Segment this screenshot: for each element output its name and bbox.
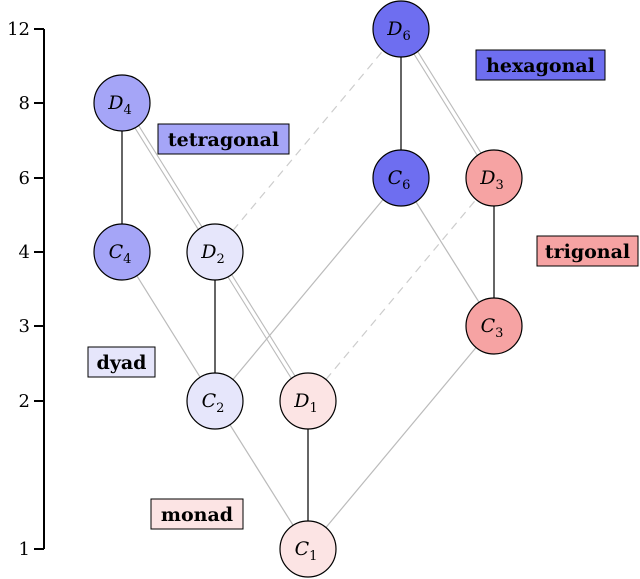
family-label-box (150, 498, 244, 530)
node-label: D4 (107, 92, 132, 118)
family-label-monad: monad (150, 498, 244, 530)
family-label-box (157, 123, 290, 155)
node-label: C6 (388, 167, 411, 193)
family-label-box (475, 49, 606, 81)
node-c4: C4 (93, 223, 151, 281)
family-label-box (536, 235, 639, 267)
node-d1: D1 (279, 372, 337, 430)
family-label-text: tetragonal (168, 129, 279, 151)
node-label-base: D (293, 390, 309, 412)
node-label-base: C (295, 538, 310, 560)
node-c6: C6 (372, 149, 430, 207)
node-label: C1 (295, 538, 318, 564)
node-label-base: D (479, 167, 495, 189)
node-label-subscript: 1 (309, 549, 317, 564)
node-label-base: C (388, 167, 403, 189)
node-label: C4 (109, 241, 132, 267)
node-label-base: D (200, 241, 216, 263)
node-label: D1 (293, 390, 318, 416)
node-d6: D6 (372, 0, 430, 58)
edge-d3-d6 (398, 27, 497, 180)
axis-tick-label: 2 (19, 391, 30, 412)
edge-c1-c3 (307, 325, 495, 550)
family-labels: hexagonal tetragonal trigonal dyad monad (87, 49, 639, 530)
node-label: C3 (481, 315, 504, 341)
node-label-subscript: 2 (216, 401, 224, 416)
node-label-subscript: 4 (123, 252, 131, 267)
axis-tick-label: 6 (19, 168, 30, 189)
node-circle (465, 149, 523, 207)
family-label-hexagonal: hexagonal (475, 49, 606, 81)
node-label-subscript: 1 (309, 401, 317, 416)
edge-d1-d3 (307, 177, 495, 402)
node-label: D3 (479, 167, 504, 193)
node-label: D2 (200, 241, 225, 267)
node-label-subscript: 4 (123, 103, 131, 118)
node-circle (465, 297, 523, 355)
node-circle (186, 372, 244, 430)
family-label-box (87, 346, 156, 378)
edge-c2-c4 (121, 251, 216, 402)
family-label-text: trigonal (545, 241, 630, 263)
family-label-text: monad (161, 504, 233, 526)
node-circle (279, 520, 337, 578)
node-d3: D3 (465, 149, 523, 207)
node-c1: C1 (279, 520, 337, 578)
node-d2: D2 (186, 223, 244, 281)
edge-c1-c2 (214, 400, 309, 550)
axis-tick-label: 1 (19, 539, 30, 560)
family-label-text: hexagonal (486, 55, 595, 77)
lattice-edges (119, 27, 497, 550)
node-circle (372, 149, 430, 207)
family-label-tetragonal: tetragonal (157, 123, 290, 155)
edge-d1-d2 (212, 250, 311, 403)
edge-c6-c3 (400, 177, 495, 327)
edge-d2-d4 (119, 101, 218, 254)
axis-tick-label: 4 (19, 242, 30, 263)
axis-tick-label: 12 (7, 19, 30, 40)
edge-c2-c6 (214, 177, 402, 402)
node-label: D6 (386, 18, 411, 44)
node-label: C2 (202, 390, 225, 416)
node-d4: D4 (93, 74, 151, 132)
node-circle (186, 223, 244, 281)
node-circle (372, 0, 430, 58)
node-circle (93, 74, 151, 132)
node-label-subscript: 2 (216, 252, 224, 267)
node-label-base: D (107, 92, 123, 114)
node-label-base: C (202, 390, 217, 412)
node-label-base: C (481, 315, 496, 337)
edge-d2-d6 (214, 28, 402, 253)
axis-tick-label: 3 (19, 316, 30, 337)
node-label-subscript: 3 (495, 326, 503, 341)
node-circle (93, 223, 151, 281)
node-label-subscript: 6 (402, 178, 410, 193)
node-circle (279, 372, 337, 430)
node-label-base: D (386, 18, 402, 40)
node-label-base: C (109, 241, 124, 263)
family-label-dyad: dyad (87, 346, 156, 378)
node-c3: C3 (465, 297, 523, 355)
family-label-text: dyad (97, 352, 147, 374)
node-label-subscript: 3 (495, 178, 503, 193)
node-label-subscript: 6 (402, 29, 410, 44)
axis-tick-label: 8 (19, 93, 30, 114)
node-c2: C2 (186, 372, 244, 430)
family-label-trigonal: trigonal (536, 235, 639, 267)
